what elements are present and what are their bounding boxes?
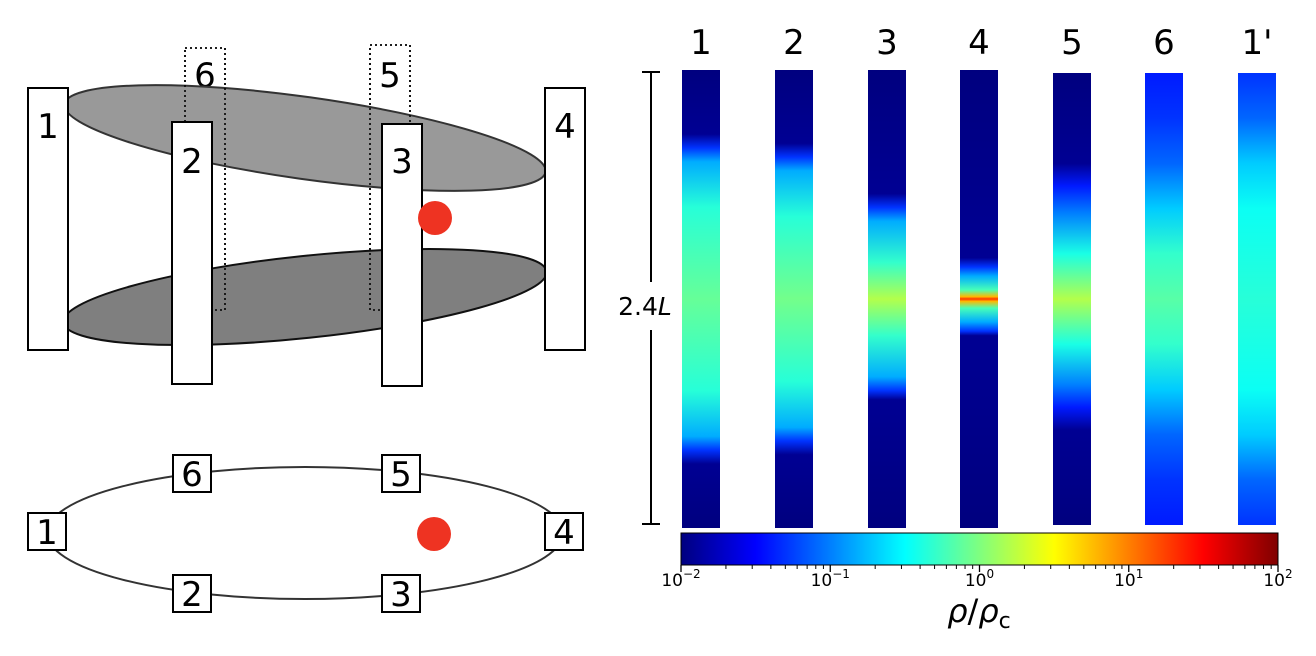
- node-2: 2: [172, 574, 212, 615]
- point-source-top: [417, 517, 451, 551]
- point-source-perspective: [418, 201, 452, 235]
- density-strip-1: [682, 70, 720, 528]
- density-strip-2: [775, 70, 813, 528]
- colorbar-tick-label: 10−1: [811, 567, 850, 591]
- column-label-7: 1': [1242, 23, 1273, 63]
- colorbar-tick-label: 10−2: [661, 567, 700, 591]
- column-label-5: 5: [1061, 23, 1083, 63]
- pillar-label-2: 2: [181, 142, 203, 182]
- colorbar: 10−2 10−1 100 101 102 ρ/ρc: [661, 532, 1293, 634]
- node-label-2: 2: [181, 575, 203, 615]
- node-1: 1: [27, 512, 67, 553]
- pillar-4: 4: [544, 87, 586, 351]
- pillar-label-4: 4: [554, 107, 576, 147]
- density-strip-6: [1145, 73, 1183, 525]
- height-scale-bar: 2.4L: [618, 71, 672, 525]
- colorbar-tick-label: 102: [1263, 567, 1292, 591]
- colorbar-bar: [680, 532, 1279, 566]
- column-label-6: 6: [1153, 23, 1175, 63]
- pillar-label-3: 3: [391, 142, 413, 182]
- pillar-3: 3: [381, 123, 423, 387]
- node-label-4: 4: [553, 513, 575, 553]
- top-view-ring: [46, 466, 564, 600]
- column-label-2: 2: [783, 23, 805, 63]
- perspective-diagram: 6 5 1 4 2 3: [27, 44, 586, 387]
- node-4: 4: [544, 512, 584, 553]
- density-panel: 1 2 3 4 5 6 1' 2.4L 10−2 10−1 100 101 102 ρ/ρc: [618, 23, 1292, 634]
- node-6: 6: [172, 454, 212, 495]
- pillar-2: 2: [171, 121, 213, 385]
- upper-disk: [63, 84, 547, 192]
- node-5: 5: [381, 454, 421, 495]
- node-label-3: 3: [390, 575, 412, 615]
- density-strip-7: [1238, 73, 1276, 525]
- node-label-6: 6: [181, 455, 203, 495]
- node-3: 3: [381, 574, 421, 615]
- density-strips: [682, 70, 1276, 528]
- lower-disk: [62, 247, 548, 347]
- node-label-5: 5: [390, 455, 412, 495]
- colorbar-tick-label: 100: [965, 567, 994, 591]
- colorbar-tick-label: 101: [1114, 567, 1143, 591]
- density-strip-3: [868, 70, 906, 528]
- column-label-3: 3: [876, 23, 898, 63]
- top-view-diagram: 1 2 3 4 5 6: [27, 454, 584, 615]
- column-labels: 1 2 3 4 5 6 1': [690, 23, 1272, 63]
- pillar-label-1: 1: [37, 107, 59, 147]
- colorbar-ticks: 10−2 10−1 100 101 102: [661, 565, 1293, 591]
- node-label-1: 1: [36, 513, 58, 553]
- colorbar-label: ρ/ρc: [947, 592, 1011, 634]
- height-scale-label: 2.4L: [618, 292, 672, 321]
- pillar-1: 1: [27, 87, 69, 351]
- column-label-1: 1: [690, 23, 712, 63]
- density-strip-4: [960, 70, 998, 528]
- density-strip-5: [1053, 73, 1091, 525]
- pillar-label-5: 5: [379, 56, 401, 96]
- column-label-4: 4: [968, 23, 990, 63]
